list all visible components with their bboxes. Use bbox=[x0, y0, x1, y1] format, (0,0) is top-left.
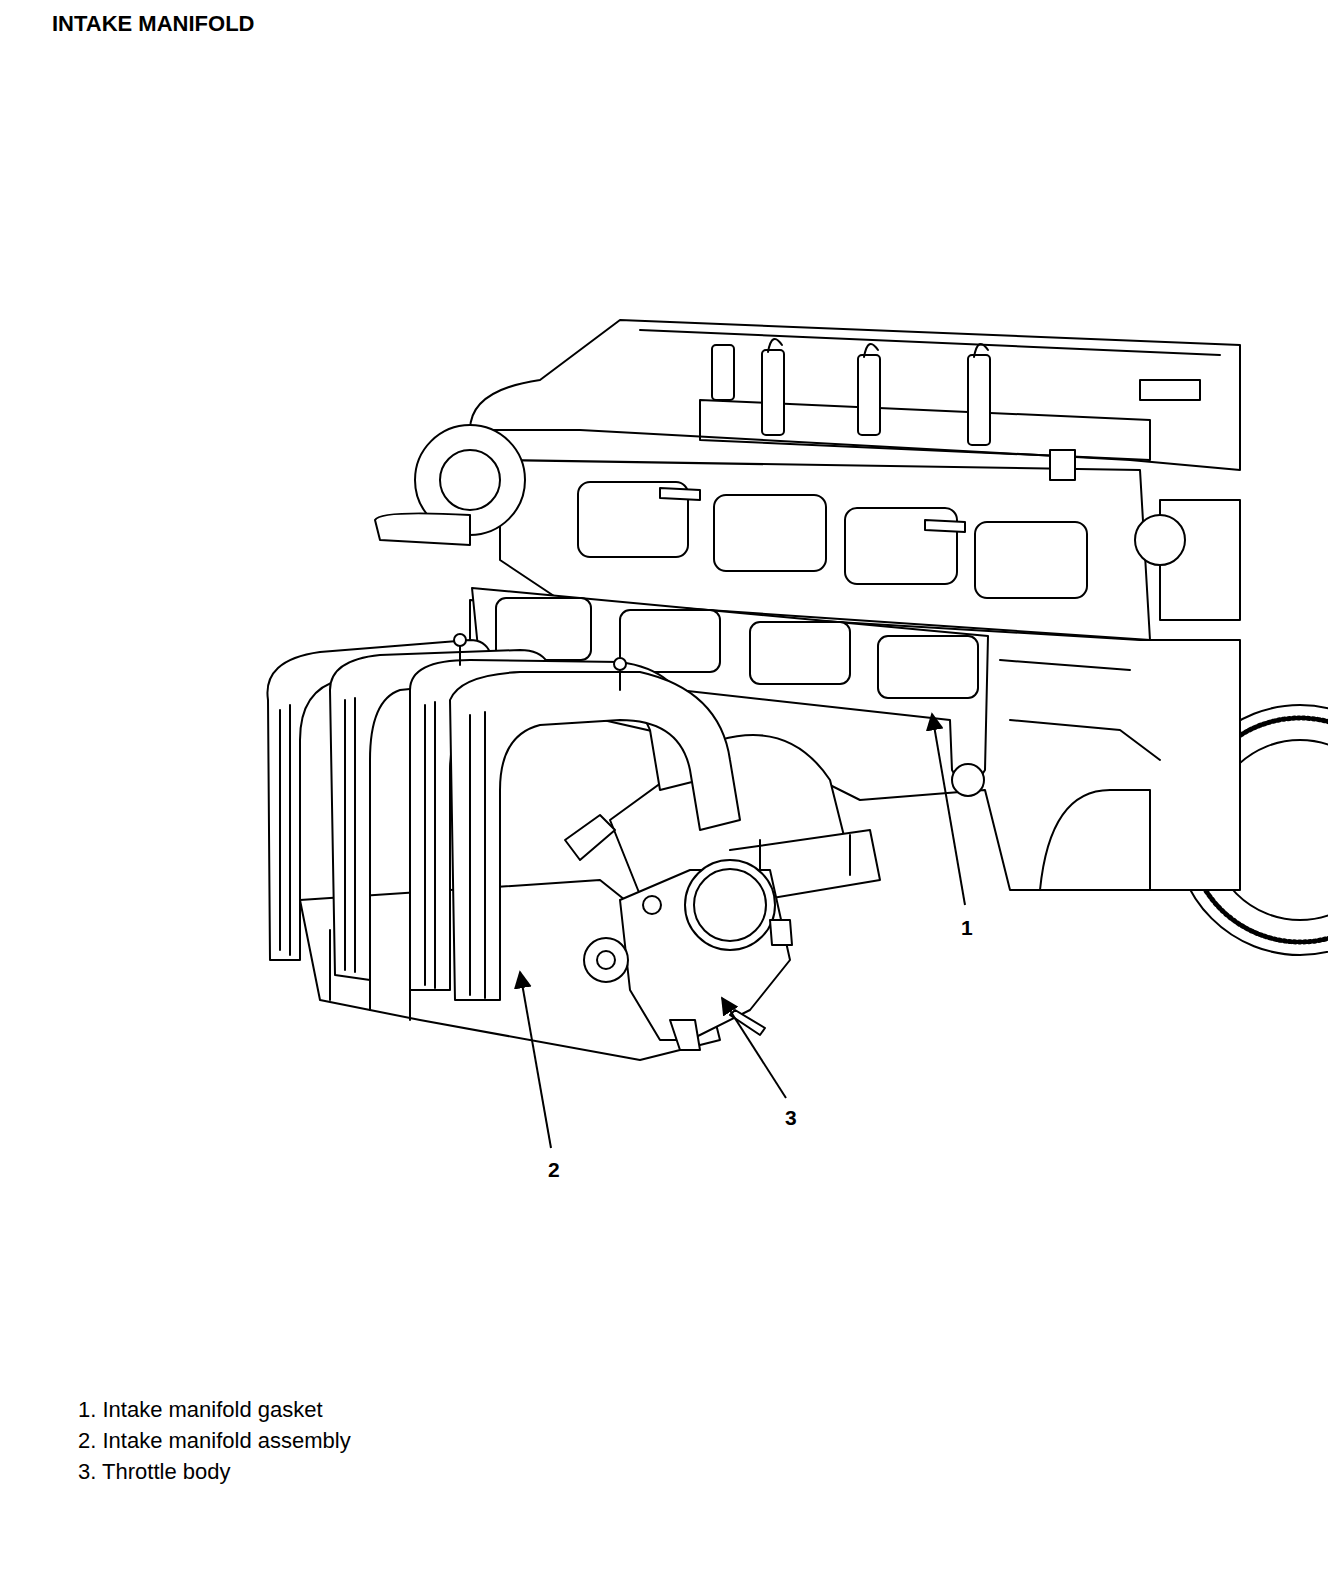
part-name: 3. Throttle body bbox=[78, 1460, 230, 1484]
callout-number: 2 bbox=[548, 1158, 560, 1181]
head-cover bbox=[470, 320, 1240, 470]
part-name: 2. Intake manifold assembly bbox=[78, 1429, 351, 1453]
callout-number: 1 bbox=[961, 916, 973, 939]
page-title: INTAKE MANIFOLD bbox=[52, 12, 254, 36]
part-name: 1. Intake manifold gasket bbox=[78, 1398, 323, 1422]
callout-number: 3 bbox=[785, 1106, 797, 1129]
leader-lines bbox=[520, 714, 965, 1148]
